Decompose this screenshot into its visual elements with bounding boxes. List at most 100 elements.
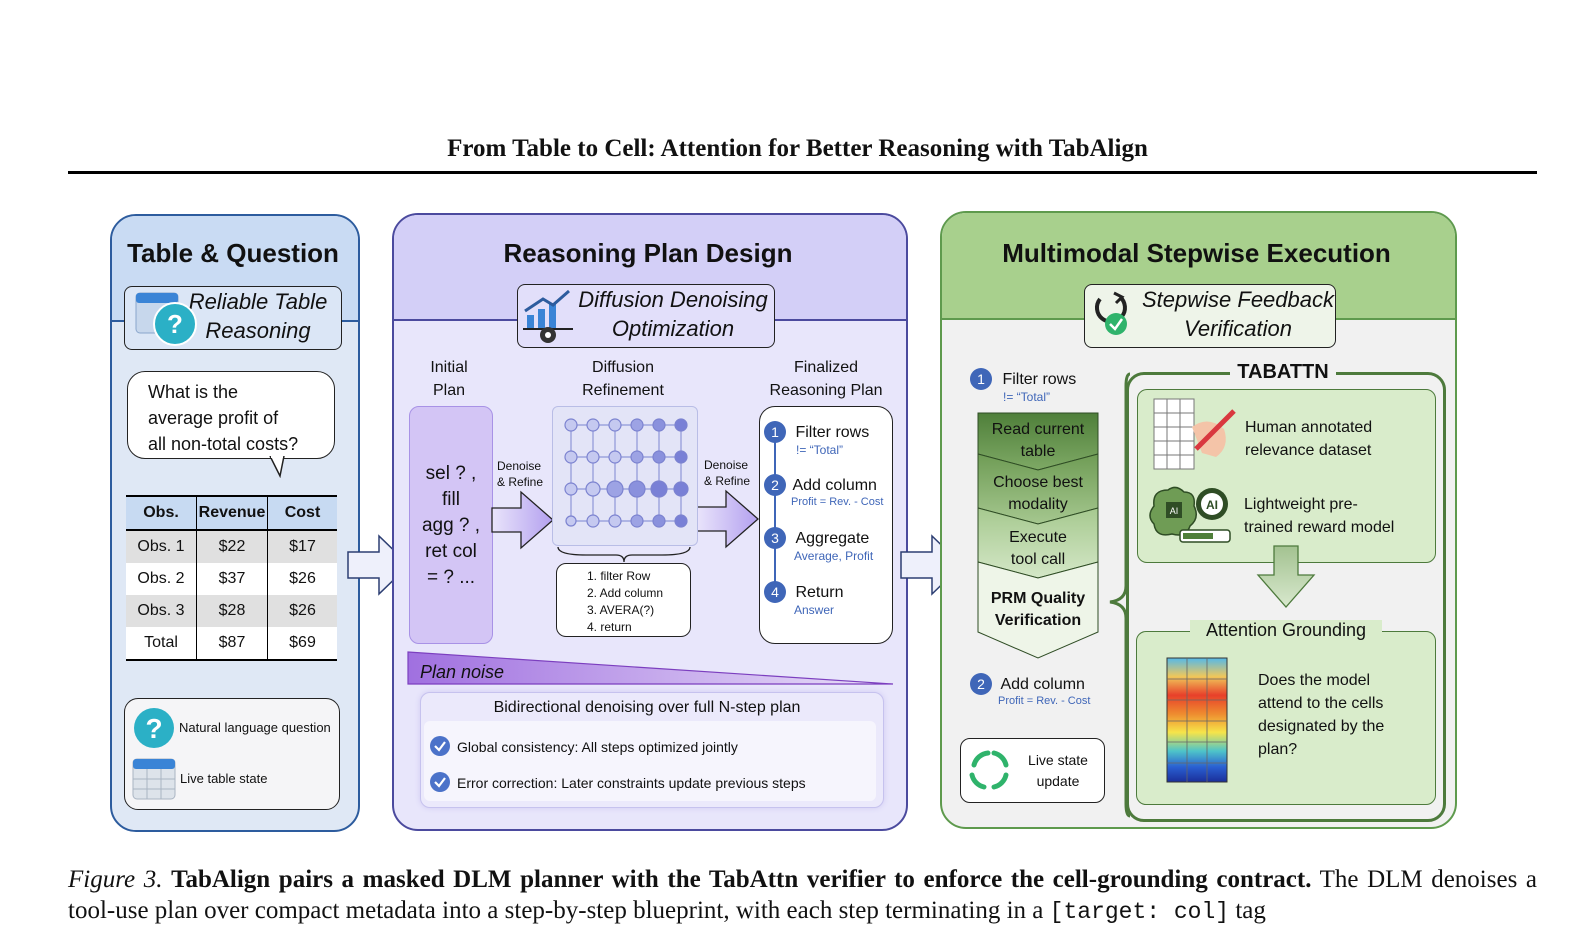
plan-token: = ? ...: [426, 567, 476, 588]
label-line: Reasoning Plan: [769, 382, 883, 399]
label-line: update: [1036, 773, 1080, 789]
refresh-icon: [966, 747, 1012, 798]
tabattn-title: TABATTN: [1230, 361, 1336, 384]
live-state-label: Live state update: [1018, 750, 1098, 792]
table-cell: $26: [267, 595, 337, 627]
step-sub: != “Total”: [1003, 390, 1051, 404]
refined-step: 3. AVERA(?): [587, 603, 655, 617]
table-row: Obs. 3 $28 $26: [126, 595, 337, 627]
label-line: Finalized: [793, 359, 859, 376]
step-connector: [774, 434, 776, 594]
label-line: trained reward model: [1244, 519, 1395, 536]
table-cell: $87: [196, 627, 268, 659]
refined-step: 4. return: [587, 620, 632, 634]
chevron-choose-modality: Choose best modality: [977, 472, 1099, 516]
bidirectional-title: Bidirectional denoising over full N-step…: [493, 699, 801, 716]
data-table: Obs. Revenue Cost Obs. 1 $22 $17 Obs. 2 …: [126, 497, 337, 659]
exec-step-1: 1 Filter rows != “Total”: [970, 368, 1110, 404]
panel2-title: Reasoning Plan Design: [503, 238, 793, 268]
step-sub: Profit = Rev. - Cost: [998, 695, 1091, 707]
panel3-subtitle: Stepwise Feedback Verification: [1084, 284, 1336, 348]
final-step: 4 Return Answer: [764, 581, 888, 617]
feedback-loop-icon: [1090, 291, 1134, 344]
refined-steps-box: 1. filter Row 2. Add column 3. AVERA(?) …: [556, 563, 691, 637]
panel1-subtitle-line1: Reliable Table: [188, 289, 328, 314]
col-diffusion-label: Diffusion Refinement: [553, 356, 693, 402]
caption-code: [target: col]: [1049, 899, 1230, 925]
step-label: Return: [795, 584, 844, 601]
panel3-title: Multimodal Stepwise Execution: [1002, 238, 1391, 268]
plan-noise-label: Plan noise: [420, 662, 505, 682]
live-state-box: [960, 738, 1105, 803]
figure-caption: Figure 3. TabAlign pairs a masked DLM pl…: [68, 864, 1537, 928]
table-cell: $17: [267, 530, 337, 563]
check-text: Global consistency: All steps optimized …: [457, 739, 738, 755]
step-label: Filter rows: [1002, 371, 1077, 388]
check-list: [424, 721, 876, 801]
panel2-subtitle: Diffusion Denoising Optimization: [517, 284, 775, 348]
exec-step-2: 2 Add column Profit = Rev. - Cost: [970, 673, 1110, 707]
reward-label: Lightweight pre- trained reward model: [1244, 493, 1394, 539]
col-initial-label: Initial Plan: [410, 356, 488, 402]
plan-token: fill: [442, 489, 460, 510]
svg-text:?: ?: [167, 309, 183, 339]
step-number: 1: [970, 368, 992, 390]
step-sub: Average, Profit: [794, 549, 874, 563]
label-line: Human annotated: [1245, 419, 1373, 436]
label-line: PRM Quality: [990, 590, 1086, 607]
check-icon: [429, 771, 451, 798]
label-line: Denoise: [704, 458, 749, 472]
step-label: Filter rows: [795, 424, 870, 441]
step-number: 1: [764, 421, 786, 443]
denoise-label-2: Denoise & Refine: [704, 457, 750, 489]
question-line: What is the: [148, 382, 239, 402]
label-line: Verification: [994, 612, 1082, 629]
panel2-subtitle-line1: Diffusion Denoising: [578, 287, 768, 312]
denoise-arrow-1: [491, 490, 555, 555]
execution-chevrons: [977, 412, 1099, 660]
refined-step: 1. filter Row: [587, 569, 651, 583]
table-row: Total $87 $69: [126, 627, 337, 659]
denoise-label-1: Denoise & Refine: [497, 458, 543, 490]
plan-token: sel ? ,: [425, 463, 477, 484]
step-label: Aggregate: [795, 530, 870, 547]
final-step: 2 Add column Profit = Rev. - Cost: [764, 474, 892, 508]
table-cell: $28: [196, 595, 268, 627]
label-line: Lightweight pre-: [1244, 496, 1358, 513]
table-icon: [132, 758, 176, 805]
label-line: Execute: [1009, 529, 1067, 546]
col-final-label: Finalized Reasoning Plan: [756, 356, 896, 402]
down-arrow: [1256, 545, 1316, 614]
question-line: average profit of: [148, 408, 279, 428]
label-line: plan?: [1258, 741, 1298, 758]
step-number: 4: [764, 581, 786, 603]
legend-question-label: Natural language question: [179, 720, 331, 735]
attention-heatmap: [1166, 657, 1228, 788]
table-header: Revenue: [196, 497, 268, 530]
panel1-subtitle-line2: Reasoning: [205, 318, 311, 343]
prm-verification: PRM Quality Verification: [977, 588, 1099, 632]
label-line: relevance dataset: [1245, 442, 1372, 459]
svg-text:?: ?: [145, 713, 162, 744]
step-number: 3: [764, 527, 786, 549]
denoise-arrow-2: [696, 489, 760, 554]
brace: [556, 545, 692, 568]
attention-question: Does the model attend to the cells desig…: [1258, 669, 1384, 761]
table-cell: Total: [144, 634, 178, 651]
table-question-icon: ?: [134, 291, 198, 347]
panel1-title: Table & Question: [127, 238, 339, 268]
table-header: Obs.: [143, 504, 179, 521]
finalized-plan-box: [759, 406, 893, 644]
attention-grounding-title: Attention Grounding: [1190, 620, 1382, 641]
table-cell: Obs. 2: [137, 570, 185, 587]
caption-text: The DLM denoises a tool-use plan over co…: [68, 866, 1537, 924]
data-table-wrap: Obs. Revenue Cost Obs. 1 $22 $17 Obs. 2 …: [126, 495, 337, 661]
ai-brain-icon: AI AI: [1146, 484, 1236, 551]
table-row: Obs. 2 $37 $26: [126, 563, 337, 595]
figure-label: Figure 3.: [68, 866, 163, 893]
label-line: modality: [1008, 496, 1068, 513]
step-sub: Answer: [794, 603, 835, 617]
refined-step: 2. Add column: [587, 586, 664, 600]
question-bubble: What is the average profit of all non-to…: [127, 371, 335, 459]
chevron-execute-tool: Execute tool call: [977, 527, 1099, 571]
